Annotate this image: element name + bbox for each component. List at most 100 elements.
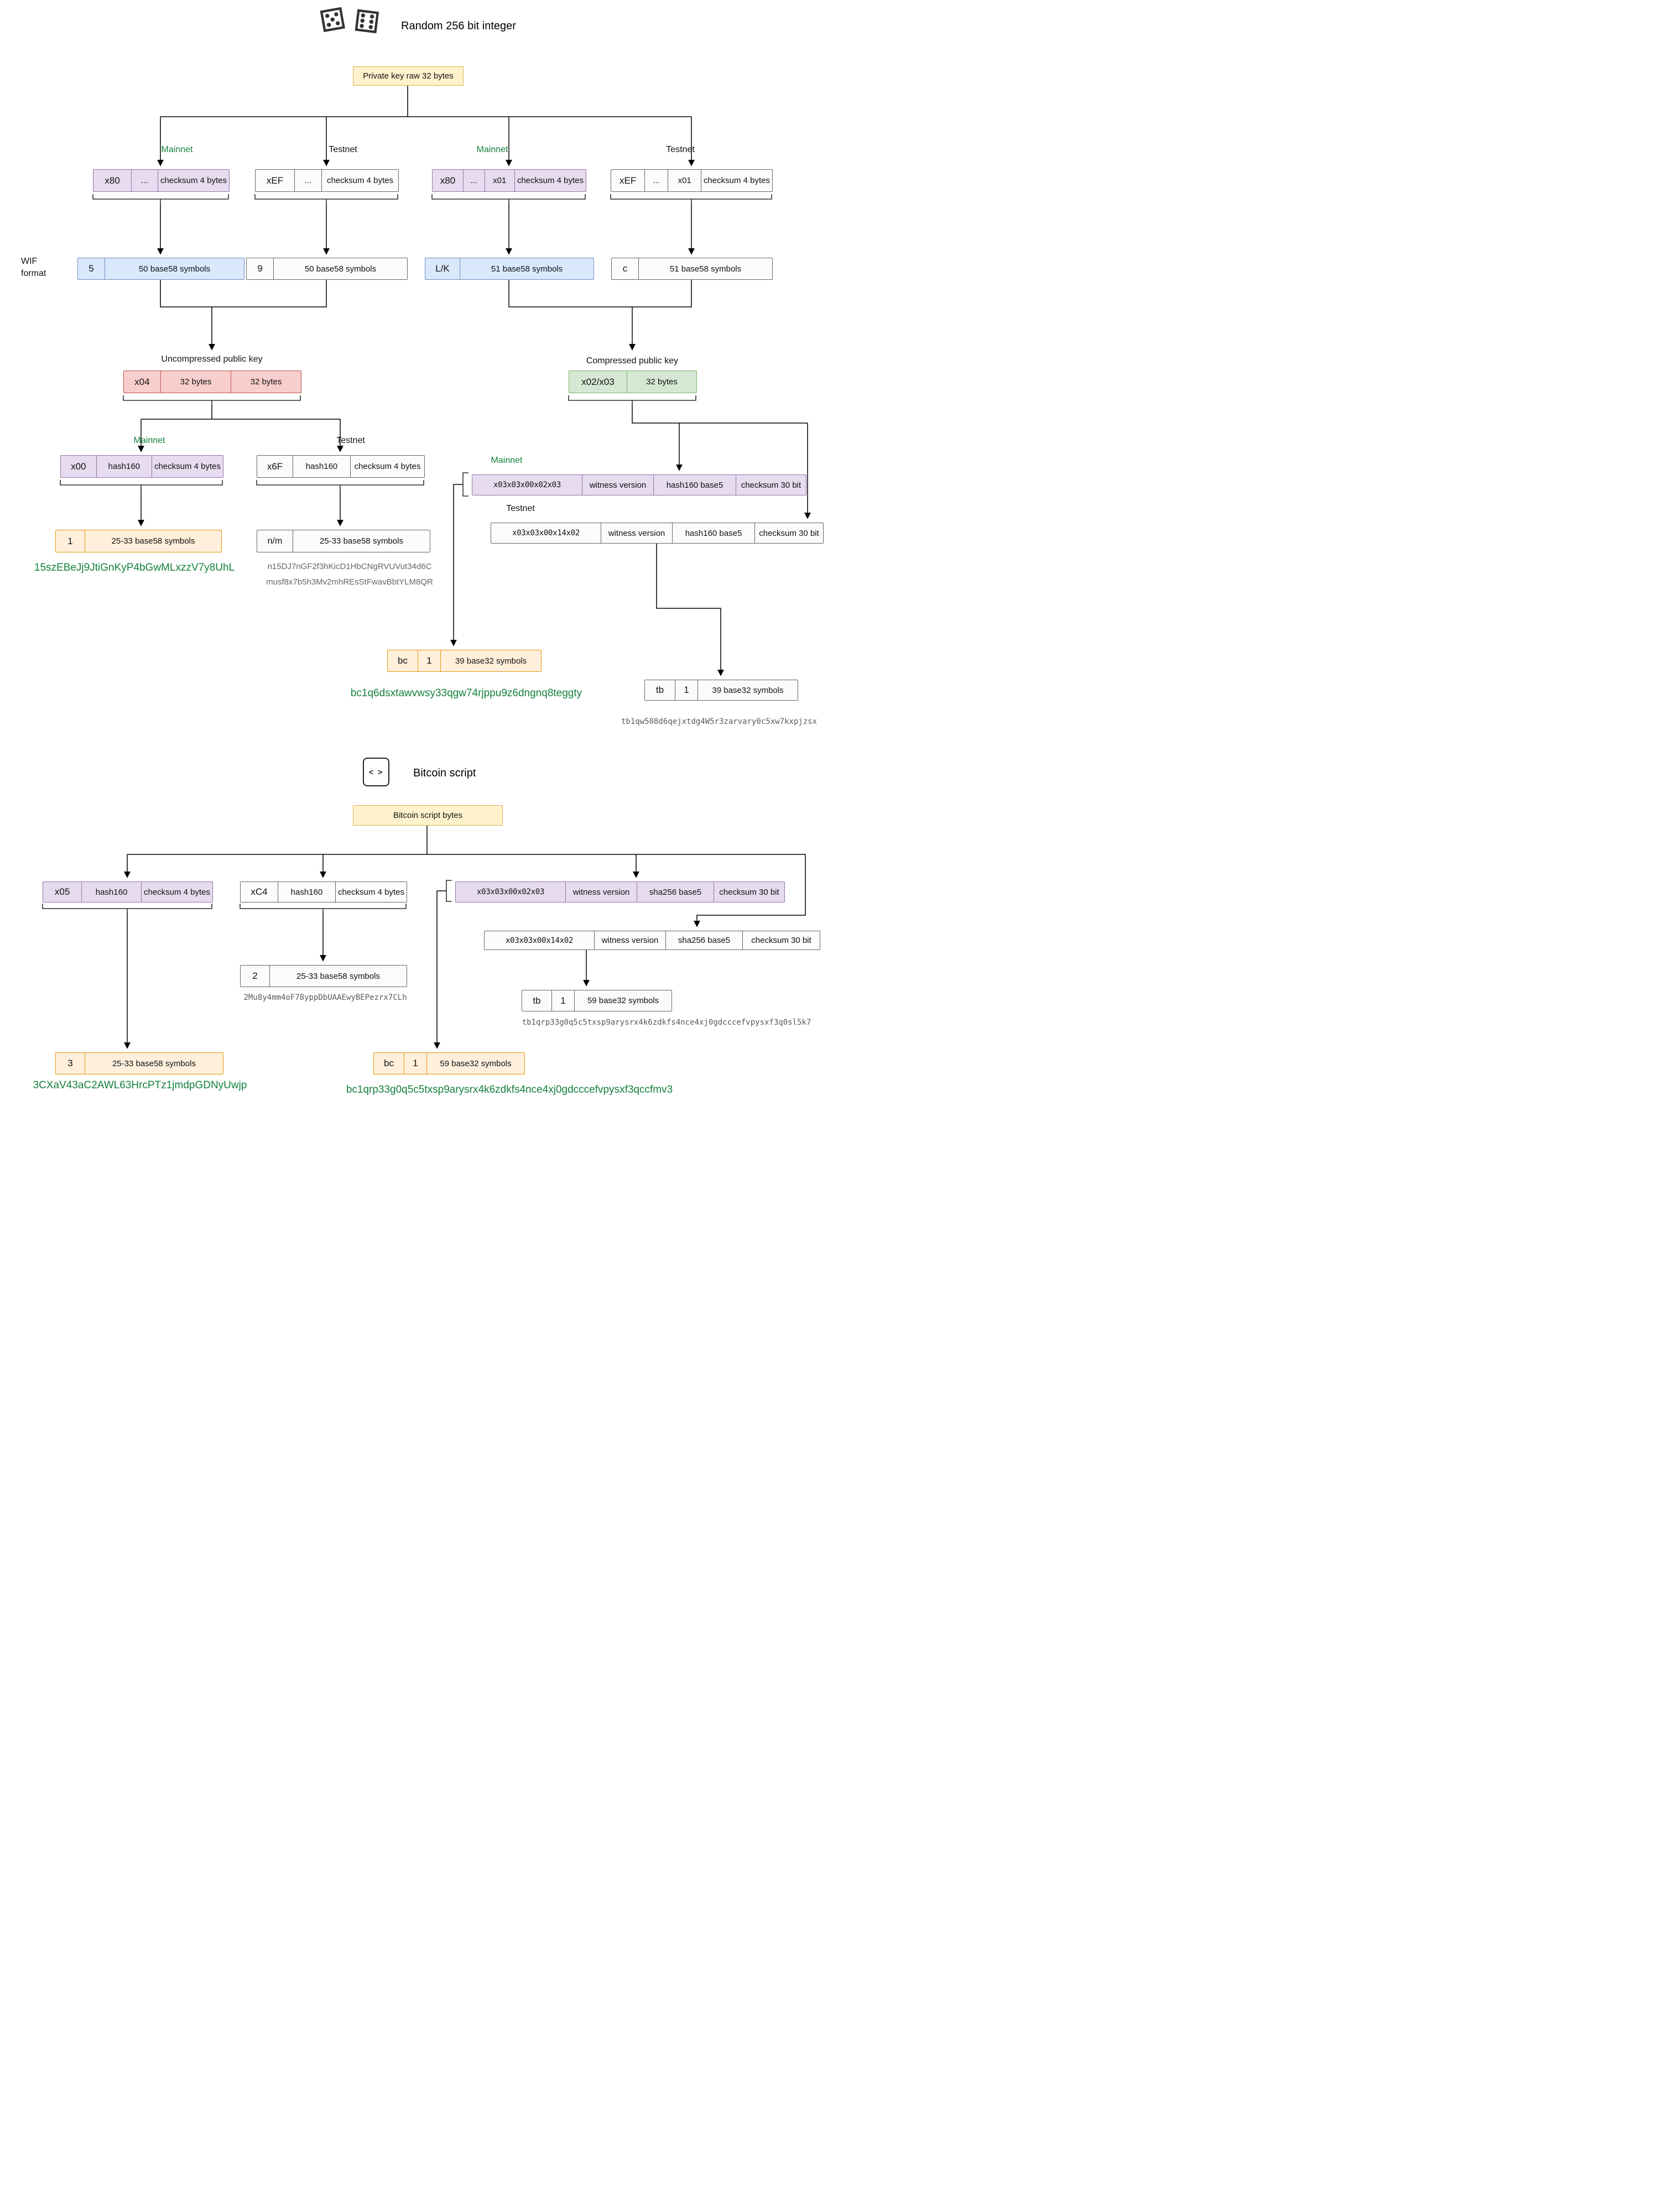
address-body: 39 base32 symbols <box>455 656 527 666</box>
privkey-mainnet-compressed-bytes: x80 ... x01 checksum 4 bytes <box>432 169 586 192</box>
branch-label-mainnet-compressed: Mainnet <box>476 145 508 154</box>
p2wsh-testnet-address-example: tb1qrp33g0q5c5txsp9arysrx4k6zdkfs4nce4xj… <box>522 1018 811 1027</box>
sha256-base5-segment: sha256 base5 <box>666 931 743 950</box>
key-ellipsis: ... <box>464 170 485 191</box>
hash160-segment: hash160 <box>293 456 351 477</box>
branch-label-testnet-compressed: Testnet <box>666 145 695 154</box>
version-byte: xEF <box>611 170 646 191</box>
wif-mainnet-compressed-box: L/K 51 base58 symbols <box>425 258 594 280</box>
witness-version-segment: witness version <box>595 931 666 950</box>
private-key-label: Private key raw 32 bytes <box>363 71 454 81</box>
uncompressed-pubkey-box: x04 32 bytes 32 bytes <box>123 371 301 393</box>
privkey-mainnet-uncompressed-bytes: x80 ... checksum 4 bytes <box>93 169 230 192</box>
address-hrp: tb <box>522 990 552 1011</box>
address-hrp: bc <box>374 1053 404 1074</box>
witness-version-segment: witness version <box>582 475 654 495</box>
p2pkh-testnet-address-example-1: n15DJ7nGF2f3hKicD1HbCNgRVUVut34d6C <box>267 562 432 571</box>
pubkey-prefix-byte: x04 <box>124 371 161 393</box>
address-separator: 1 <box>418 650 441 671</box>
wif-body: 50 base58 symbols <box>138 264 211 274</box>
p2wpkh-testnet-address-box: tb 1 39 base32 symbols <box>644 680 798 701</box>
p2pkh-mainnet-address-example: 15szEBeJj9JtiGnKyP4bGwMLxzzV7y8UhL <box>34 562 235 573</box>
branch-label-mainnet-uncompressed: Mainnet <box>161 145 193 154</box>
p2wpkh-mainnet-bytes-box: x03x03x00x02x03 witness version hash160 … <box>472 474 806 495</box>
p2wpkh-testnet-address-example: tb1qw508d6qejxtdg4W5r3zarvary0c5xw7kxpjz… <box>621 717 818 726</box>
address-hrp: tb <box>645 680 675 700</box>
hash160-segment: hash160 <box>278 882 336 902</box>
compression-flag-byte: x01 <box>485 170 515 191</box>
compressed-pubkey-box: x02/x03 32 bytes <box>569 371 697 393</box>
checksum-segment: checksum 30 bit <box>741 480 801 490</box>
diagram-title: Random 256 bit integer <box>401 20 516 32</box>
script-section-title: Bitcoin script <box>413 767 476 779</box>
address-separator: 1 <box>675 680 698 700</box>
p2wpkh-mainnet-address-example: bc1q6dsxtawvwsy33qgw74rjppu9z6dngnq8tegg… <box>350 687 582 699</box>
compressed-pubkey-label: Compressed public key <box>586 356 679 366</box>
wif-testnet-compressed-box: c 51 base58 symbols <box>611 258 773 280</box>
address-body: 25-33 base58 symbols <box>111 536 195 546</box>
private-key-box: Private key raw 32 bytes <box>353 66 464 86</box>
address-hrp: bc <box>388 650 418 671</box>
script-bytes-label: Bitcoin script bytes <box>393 811 463 820</box>
script-bytes-box: Bitcoin script bytes <box>353 805 503 826</box>
hrp-bytes: x03x03x00x14x02 <box>491 523 601 543</box>
key-ellipsis: ... <box>132 170 158 191</box>
p2wsh-mainnet-bytes-box: x03x03x00x02x03 witness version sha256 b… <box>455 881 785 902</box>
p2pkh-mainnet-bytes-box: x00 hash160 checksum 4 bytes <box>60 455 223 478</box>
wif-prefix: 9 <box>247 258 274 279</box>
p2pkh-testnet-address-example-2: musf8x7b5h3Mv2mhREsStFwavBbtYLM8QR <box>266 577 433 587</box>
p2wsh-testnet-address-box: tb 1 59 base32 symbols <box>522 990 672 1011</box>
witness-version-segment: witness version <box>601 523 673 543</box>
hash160-base5-segment: hash160 base5 <box>654 475 736 495</box>
wif-prefix: L/K <box>425 258 460 279</box>
p2wpkh-mainnet-address-box: bc 1 39 base32 symbols <box>387 650 542 672</box>
address-separator: 1 <box>552 990 575 1011</box>
address-prefix: 3 <box>56 1053 85 1074</box>
key-ellipsis: ... <box>645 170 669 191</box>
p2sh-mainnet-bytes-box: x05 hash160 checksum 4 bytes <box>43 881 213 902</box>
version-byte: xEF <box>256 170 295 191</box>
address-body: 25-33 base58 symbols <box>296 971 380 981</box>
p2pkh-testnet-bytes-box: x6F hash160 checksum 4 bytes <box>257 455 425 478</box>
checksum-segment: checksum 30 bit <box>719 887 779 897</box>
address-prefix: 1 <box>56 530 85 552</box>
bitcoin-script-icon: < > <box>363 758 389 786</box>
checksum-segment: checksum 30 bit <box>759 528 819 538</box>
pubkey-x-bytes: 32 bytes <box>646 377 678 387</box>
address-body: 39 base32 symbols <box>712 685 784 695</box>
p2sh-mainnet-address-box: 3 25-33 base58 symbols <box>55 1052 223 1074</box>
key-ellipsis: ... <box>295 170 322 191</box>
p2pkh-testnet-address-box: n/m 25-33 base58 symbols <box>257 530 430 552</box>
checksum-segment: checksum 4 bytes <box>337 887 404 897</box>
p2pkh-mainnet-label: Mainnet <box>133 436 165 445</box>
die-face-icon: ⚄ <box>317 2 348 39</box>
p2pkh-mainnet-address-box: 1 25-33 base58 symbols <box>55 530 222 552</box>
wif-mainnet-uncompressed-box: 5 50 base58 symbols <box>77 258 244 280</box>
address-body: 25-33 base58 symbols <box>320 536 403 546</box>
p2sh-testnet-address-box: 2 25-33 base58 symbols <box>240 965 407 987</box>
p2pkh-testnet-label: Testnet <box>336 436 365 445</box>
pubkey-y-bytes: 32 bytes <box>250 377 282 387</box>
hrp-bytes: x03x03x00x02x03 <box>456 882 566 902</box>
hrp-bytes: x03x03x00x14x02 <box>485 931 595 950</box>
privkey-testnet-uncompressed-bytes: xEF ... checksum 4 bytes <box>255 169 399 192</box>
sha256-base5-segment: sha256 base5 <box>637 882 714 902</box>
version-byte: x80 <box>93 170 132 191</box>
compression-flag-byte: x01 <box>668 170 701 191</box>
hash160-segment: hash160 <box>97 456 152 477</box>
p2wsh-testnet-bytes-box: x03x03x00x14x02 witness version sha256 b… <box>484 931 820 950</box>
branch-label-testnet-uncompressed: Testnet <box>329 145 357 154</box>
wif-prefix: 5 <box>78 258 105 279</box>
checksum-segment: checksum 4 bytes <box>143 887 210 897</box>
p2wpkh-mainnet-label: Mainnet <box>491 456 523 465</box>
wif-body: 51 base58 symbols <box>491 264 563 274</box>
p2sh-testnet-address-example: 2Mu8y4mm4oF78yppDbUAAEwyBEPezrx7CLh <box>243 993 407 1002</box>
hrp-bytes: x03x03x00x02x03 <box>472 475 582 495</box>
checksum-segment: checksum 4 bytes <box>160 176 227 185</box>
dice-icon: ⚄ ⚅ <box>317 2 382 40</box>
connector-lines <box>42 85 811 1049</box>
address-separator: 1 <box>404 1053 427 1074</box>
address-body: 25-33 base58 symbols <box>112 1058 196 1068</box>
witness-version-segment: witness version <box>566 882 637 902</box>
address-body: 59 base32 symbols <box>587 996 659 1005</box>
